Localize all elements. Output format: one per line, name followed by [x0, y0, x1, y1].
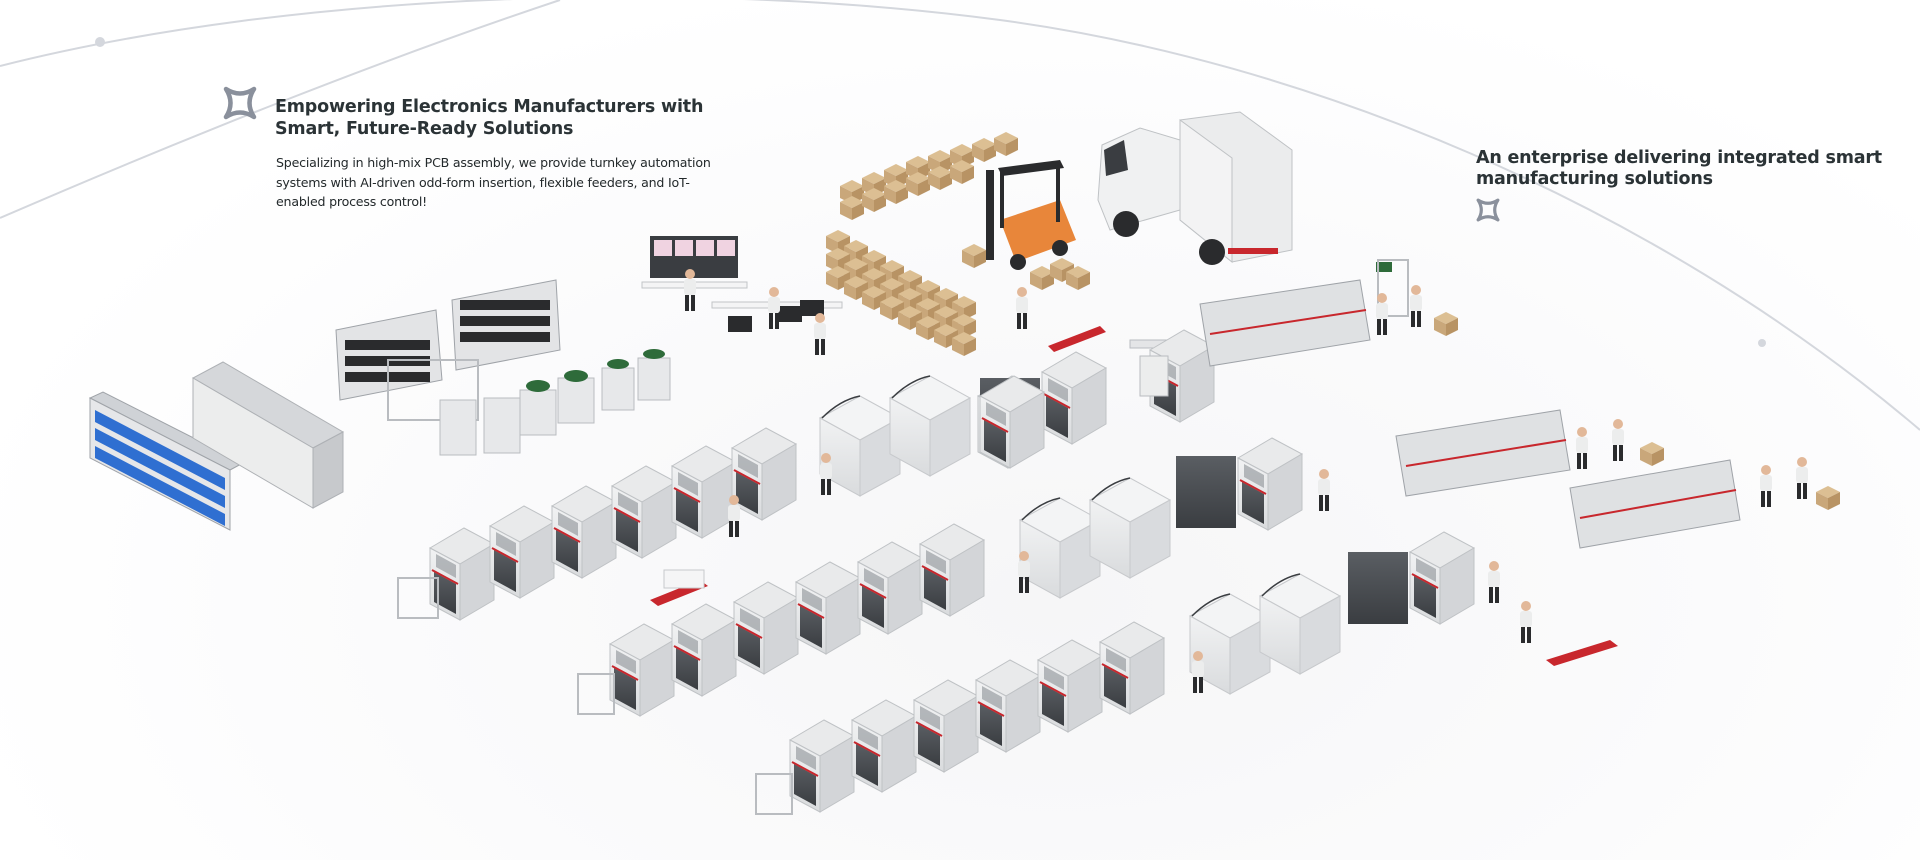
right-hero-title: An enterprise delivering integrated smar… [1476, 148, 1882, 189]
left-hero-title: Empowering Electronics Manufacturers wit… [275, 97, 704, 139]
left-hero-description: Specializing in high-mix PCB assembly, w… [276, 155, 711, 209]
black-bin-shelves [335, 279, 561, 401]
control-room [641, 236, 843, 355]
forklift [962, 160, 1076, 270]
sparkle-star-icon [1476, 198, 1500, 222]
smt-production-line-3 [577, 409, 1664, 717]
blue-bin-shelf [88, 391, 245, 531]
smt-production-line-2 [397, 375, 1045, 621]
smt-production-line-4 [755, 457, 1840, 815]
feeder-stations [387, 349, 671, 456]
sparkle-star-icon [223, 86, 257, 120]
smt-production-line-1 [977, 259, 1458, 469]
delivery-truck [1097, 111, 1293, 265]
